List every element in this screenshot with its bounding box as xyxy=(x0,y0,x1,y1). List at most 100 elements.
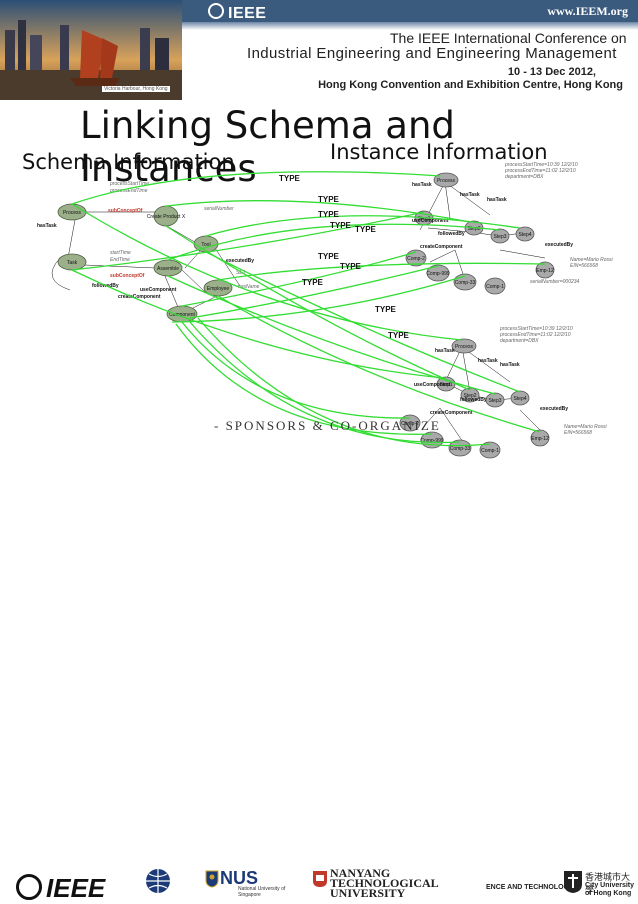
inst-bottom-comp1-label: Comp-1 xyxy=(481,448,499,454)
type-label-10: TYPE xyxy=(388,331,410,340)
inst-bottom-usecomponent: useComponent xyxy=(414,382,451,388)
schema-label-hasname: hasName xyxy=(238,284,260,290)
ieee-mark-icon xyxy=(208,3,224,19)
inst-top-process xyxy=(433,172,459,188)
inst-top-executedby: executedBy xyxy=(545,242,573,248)
conference-line-1: The IEEE International Conference on xyxy=(390,30,627,46)
schema-node-create-product-label: Create Product X xyxy=(147,214,186,220)
ieee-footer-text: IEEE xyxy=(46,873,106,903)
inst-bottom-emp12-label: Emp-12 xyxy=(531,436,549,442)
inst-bottom-step3 xyxy=(485,392,505,408)
inst-top-attr-end: processEndTime=11:02 12/2/10 xyxy=(504,168,576,174)
type-label-5: TYPE xyxy=(355,225,377,234)
inst-bottom-step4 xyxy=(510,390,530,406)
inst-top-step1-label: Step1 xyxy=(417,216,430,222)
inst-top-comp33-label: Comp-33 xyxy=(455,280,476,286)
inst-top-step4 xyxy=(515,226,535,242)
instance-information-label: Instance Information xyxy=(330,140,548,164)
inst-top-comp1 xyxy=(484,277,506,295)
type-label-4: TYPE xyxy=(330,221,352,230)
inst-bottom-comp1 xyxy=(479,441,501,459)
inst-top-emp12-label: Emp-12 xyxy=(536,268,554,274)
inst-bottom-step4-label: Step4 xyxy=(513,396,526,402)
banner-strip-fade xyxy=(182,22,638,30)
inst-bottom-comp33-label: Comp-33 xyxy=(450,446,471,452)
inst-bottom-process-label: Process xyxy=(455,344,474,350)
type-label-1: TYPE xyxy=(279,174,301,183)
inst-top-attr-start: processStartTime=10:39 12/2/10 xyxy=(504,162,578,168)
ntu-crest-icon xyxy=(313,871,327,887)
sponsors-heading: - SPONSORS & CO-ORGANIZE xyxy=(214,418,441,433)
type-label-2: TYPE xyxy=(318,195,340,204)
schema-node-task-label: Task xyxy=(67,260,78,266)
inst-top-hastask-1: hasTask xyxy=(412,182,432,188)
inst-top-usecomponent: useComponent xyxy=(412,218,449,224)
sponsor-logos: IEEE NUS National University of Singapor… xyxy=(0,430,638,903)
nus-crest-icon xyxy=(205,870,219,888)
schema-label-subconceptof-1: subConceptOf xyxy=(108,208,143,214)
photo-caption: Victoria Harbour, Hong Kong xyxy=(102,86,170,92)
inst-bottom-hastask-3: hasTask xyxy=(500,362,520,368)
type-link-arrows xyxy=(71,171,546,447)
schema-label-executedby: executedBy xyxy=(226,258,254,264)
schema-label-process-start: processStartTime xyxy=(109,181,149,187)
inst-bottom-step1-label: Step1 xyxy=(439,382,452,388)
inst-top-hastask-3: hasTask xyxy=(487,197,507,203)
ieee-logo-text: IEEE xyxy=(228,5,267,22)
schema-label-hastask: hasTask xyxy=(37,223,57,229)
inst-top-emp12 xyxy=(535,261,555,279)
schema-nodes: Process Task Create Product X Tool Assem… xyxy=(57,203,233,323)
inst-top-step3-label: Step3 xyxy=(493,234,506,240)
schema-label-usecomponent: useComponent xyxy=(140,287,177,293)
schema-label-se1: SE1 xyxy=(236,270,246,276)
linking-diagram: Process Task Create Product X Tool Assem… xyxy=(37,162,614,459)
ieee-footer-logo: IEEE xyxy=(16,873,105,904)
harbour-photo xyxy=(0,0,182,100)
schema-node-assemble-label: Assemble xyxy=(157,266,179,272)
schema-label-starttime: startTime xyxy=(110,250,131,256)
inst-bottom-comp2-label: Comp-2 xyxy=(401,421,419,427)
ieee-logo: IEEE xyxy=(208,3,266,23)
schema-edge-labels: processStartTime processEndTime hasTask … xyxy=(37,181,260,300)
nus-subtitle: National University of Singapore xyxy=(238,886,286,898)
inst-top-comp1-label: Comp-1 xyxy=(486,284,504,290)
inst-bottom-emp12 xyxy=(530,429,550,447)
inst-bottom-step3-label: Step3 xyxy=(488,398,501,404)
inst-bottom-hastask-2: hasTask xyxy=(478,358,498,364)
inst-top-ein: EIN=566568 xyxy=(570,263,598,269)
schema-information-label: Schema Information xyxy=(22,150,235,174)
inst-top-comp999 xyxy=(426,264,450,282)
inst-bottom-step2-label: Step2 xyxy=(463,393,476,399)
inst-bottom-process xyxy=(451,338,477,354)
inst-top-step4-label: Step4 xyxy=(518,232,531,238)
inst-bottom-hastask-1: hasTask xyxy=(435,348,455,354)
conference-line-2: Industrial Engineering and Engineering M… xyxy=(247,45,617,62)
inst-bottom-followedby: followedBy xyxy=(460,397,487,403)
type-label-7: TYPE xyxy=(340,262,362,271)
schema-node-process-label: Process xyxy=(63,210,82,216)
schema-label-serialnumber: serialNumber xyxy=(204,206,234,212)
inst-bottom-comp2 xyxy=(399,414,421,432)
schema-node-tool-label: Tool xyxy=(201,242,210,248)
inst-top-createcomponent: createComponent xyxy=(420,244,463,250)
inst-top-name: Name=Mario Rossi xyxy=(570,257,614,263)
schema-label-createcomponent: createComponent xyxy=(118,294,161,300)
inst-bottom-attr-start: processStartTime=10:39 12/2/10 xyxy=(499,326,573,332)
inst-top-serial: serialNumber=000234 xyxy=(530,279,580,285)
inst-bottom-executedby: executedBy xyxy=(540,406,568,412)
schema-node-component-label: Component xyxy=(169,312,195,318)
banner-top-strip xyxy=(182,0,638,22)
inst-top-hastask-2: hasTask xyxy=(460,192,480,198)
instance-graph-top: Process Step1 Step2 Step3 Step4 Comp-2 C… xyxy=(405,162,614,295)
inst-top-comp2-label: Comp-2 xyxy=(407,256,425,262)
schema-label-endtime: EndTime xyxy=(110,257,130,263)
type-label-9: TYPE xyxy=(375,305,397,314)
conference-banner: IEEE www.IEEM.org The IEEE International… xyxy=(0,0,638,100)
inst-top-process-label: Process xyxy=(437,178,456,184)
site-url: www.IEEM.org xyxy=(547,4,628,18)
inst-bottom-name: Name=Mario Rossi xyxy=(564,424,608,430)
inst-bottom-step2 xyxy=(460,387,480,403)
type-label-8: TYPE xyxy=(302,278,324,287)
inst-bottom-comp999-label: Comp-999 xyxy=(420,438,444,444)
inst-top-followedby: followedBy xyxy=(438,231,465,237)
